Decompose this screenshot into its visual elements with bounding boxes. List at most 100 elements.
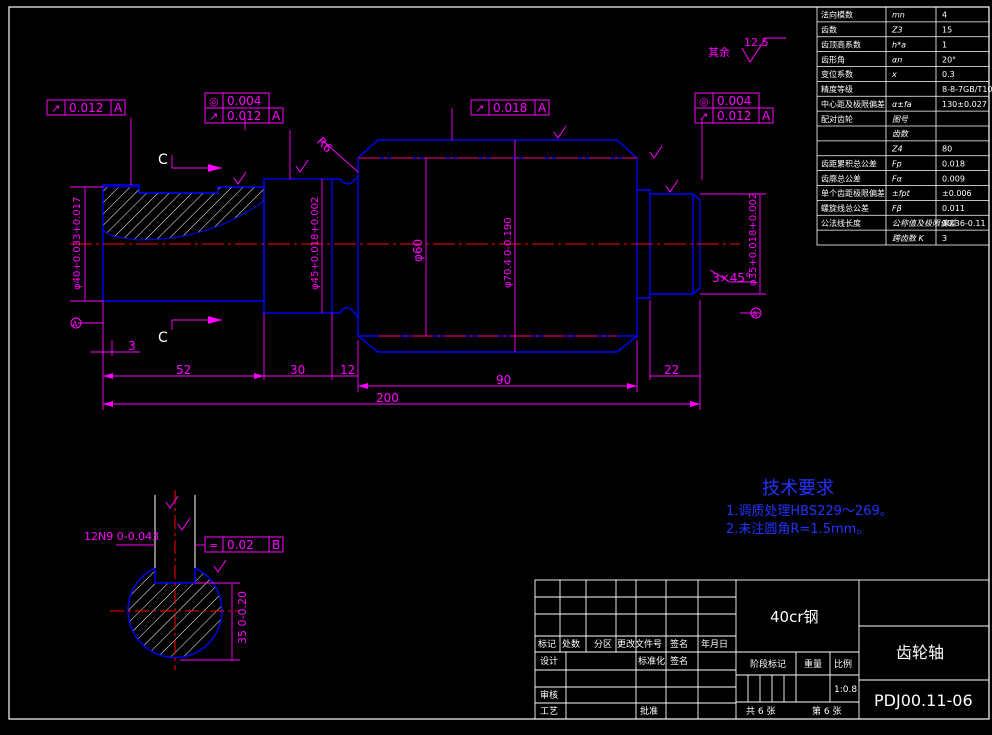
gdt-tolerance: 0.012: [227, 109, 261, 123]
param-label: 精度等级: [821, 84, 853, 94]
param-value: 30.36-0.11: [942, 219, 986, 228]
datum-markers: [70, 307, 762, 329]
gdt-symbol-icon: ↗: [699, 110, 708, 123]
gdt-datum: A: [762, 109, 771, 123]
param-value: 0.009: [942, 174, 965, 183]
param-label: 法向模数: [821, 10, 853, 20]
dimension-lines: [70, 108, 766, 410]
param-label: 变位系数: [821, 69, 853, 79]
gdt-symbol-icon: =: [209, 539, 218, 552]
roughness-symbol-icon: [741, 37, 786, 63]
gdt-datum: A: [114, 101, 123, 115]
param-label: 中心距及极限偏差: [821, 99, 885, 109]
gdt-frame: ◎0.004: [694, 92, 760, 109]
param-value: 3: [942, 234, 947, 243]
gdt-tolerance: 0.004: [227, 94, 261, 108]
param-label: 齿距累积总公差: [821, 158, 877, 168]
datum-a-right: A: [752, 310, 758, 319]
gdt-tolerance: 0.02: [227, 538, 254, 552]
param-label: 齿廓总公差: [821, 173, 861, 183]
param-symbol: 公称值及极限偏差: [892, 219, 957, 228]
dim-d40: φ40+0.033+0.017: [72, 197, 83, 290]
dim-len-30: 30: [290, 363, 305, 377]
gdt-frame: ◎0.004: [204, 92, 270, 109]
dim-d70: φ70.4 0-0.190: [503, 217, 514, 288]
param-value: 1: [942, 40, 947, 49]
keyway-hatch-section: [102, 186, 265, 241]
gdt-tolerance: 0.012: [717, 109, 751, 123]
section-circle: [127, 566, 223, 659]
param-symbol: Fα: [892, 174, 903, 183]
gdt-frame: ↗ 0.012 A: [46, 99, 126, 116]
param-symbol: h*a: [892, 40, 906, 49]
dim-len-200: 200: [376, 391, 399, 405]
title-block-texts: 标记 处数 分区 更改文件号 签名 年月日 设计 标准化 签名 阶段标记 重量 …: [538, 608, 973, 717]
param-symbol: 跨齿数 K: [892, 234, 925, 243]
gdt-symbol-icon: ↗: [209, 110, 218, 123]
param-symbol: x: [891, 70, 897, 79]
tb-review: 审核: [540, 689, 558, 701]
param-symbol: Fβ: [892, 204, 902, 213]
tech-item-1: 1.调质处理HBS229～269。: [726, 504, 893, 519]
dim-d45: φ45+0.018+0.002: [310, 197, 321, 290]
roughness-symbols: [233, 125, 679, 193]
param-value: 0.018: [942, 159, 965, 168]
param-value: 80: [942, 145, 952, 154]
tb-weight: 重量: [804, 658, 822, 670]
tb-count: 处数: [562, 638, 580, 650]
dim-len-52: 52: [176, 363, 191, 377]
dim-len-3: 3: [128, 339, 136, 353]
tech-title: 技术要求: [762, 478, 834, 499]
tb-zone: 分区: [594, 639, 612, 650]
tb-part-name: 齿轮轴: [896, 643, 944, 662]
roughness-note-label: 其余: [708, 45, 730, 59]
param-symbol: 图号: [892, 115, 909, 124]
param-value: 0.011: [942, 204, 965, 213]
title-block: [534, 579, 990, 720]
param-value: 4: [942, 11, 947, 20]
gdt-frame: ↗ 0.012 A: [694, 107, 774, 124]
drawing-frame: [8, 6, 990, 720]
dim-section-35: 35 0-0.20: [236, 591, 249, 644]
param-value: 0.3: [942, 70, 955, 79]
param-symbol: Z4: [891, 145, 903, 154]
gdt-tolerance: 0.012: [69, 101, 103, 115]
param-symbol: ±fpt: [892, 189, 911, 198]
tb-design: 设计: [540, 655, 558, 667]
datum-a-left: A: [72, 320, 78, 329]
roughness-note-value: 12.5: [744, 36, 769, 49]
tb-mark: 标记: [538, 638, 556, 650]
param-label: 齿数: [821, 25, 837, 35]
param-symbol: α±fa: [892, 100, 912, 109]
param-value: 130±0.027: [942, 100, 987, 109]
param-value: 20°: [942, 55, 956, 64]
param-value: 8-8-7GB/T10095.1-2001: [942, 85, 992, 94]
section-label-c-top: C: [158, 152, 168, 168]
dim-d35: φ35+0.018+0.002: [748, 193, 759, 286]
param-label: 齿顶高系数: [821, 39, 861, 49]
section-view-c: [110, 490, 240, 670]
tb-approve: 批准: [640, 705, 658, 717]
tb-material: 40cr钢: [770, 608, 819, 626]
tech-item-2: 2.未注圆角R=1.5mm。: [726, 522, 869, 537]
shaft-section-d45: [263, 178, 333, 314]
param-symbol: Z3: [891, 26, 903, 35]
tb-sheet-no: 第 6 张: [812, 705, 841, 717]
roughness-note: 其余 12.5: [708, 36, 786, 63]
dim-len-12: 12: [340, 363, 355, 377]
tb-sign: 签名: [670, 638, 688, 650]
param-value: ±0.006: [942, 189, 972, 198]
gdt-symbol-icon: ↗: [51, 102, 60, 115]
dim-keyway: 12N9 0-0.043: [84, 530, 159, 543]
gdt-symbol-icon: ↗: [475, 102, 484, 115]
param-label: 配对齿轮: [821, 114, 853, 124]
section-label-c-bottom: C: [158, 330, 168, 346]
gdt-datum: B: [272, 538, 280, 552]
tb-drawing-no: PDJ00.11-06: [874, 691, 973, 710]
param-symbol: mn: [892, 11, 905, 20]
